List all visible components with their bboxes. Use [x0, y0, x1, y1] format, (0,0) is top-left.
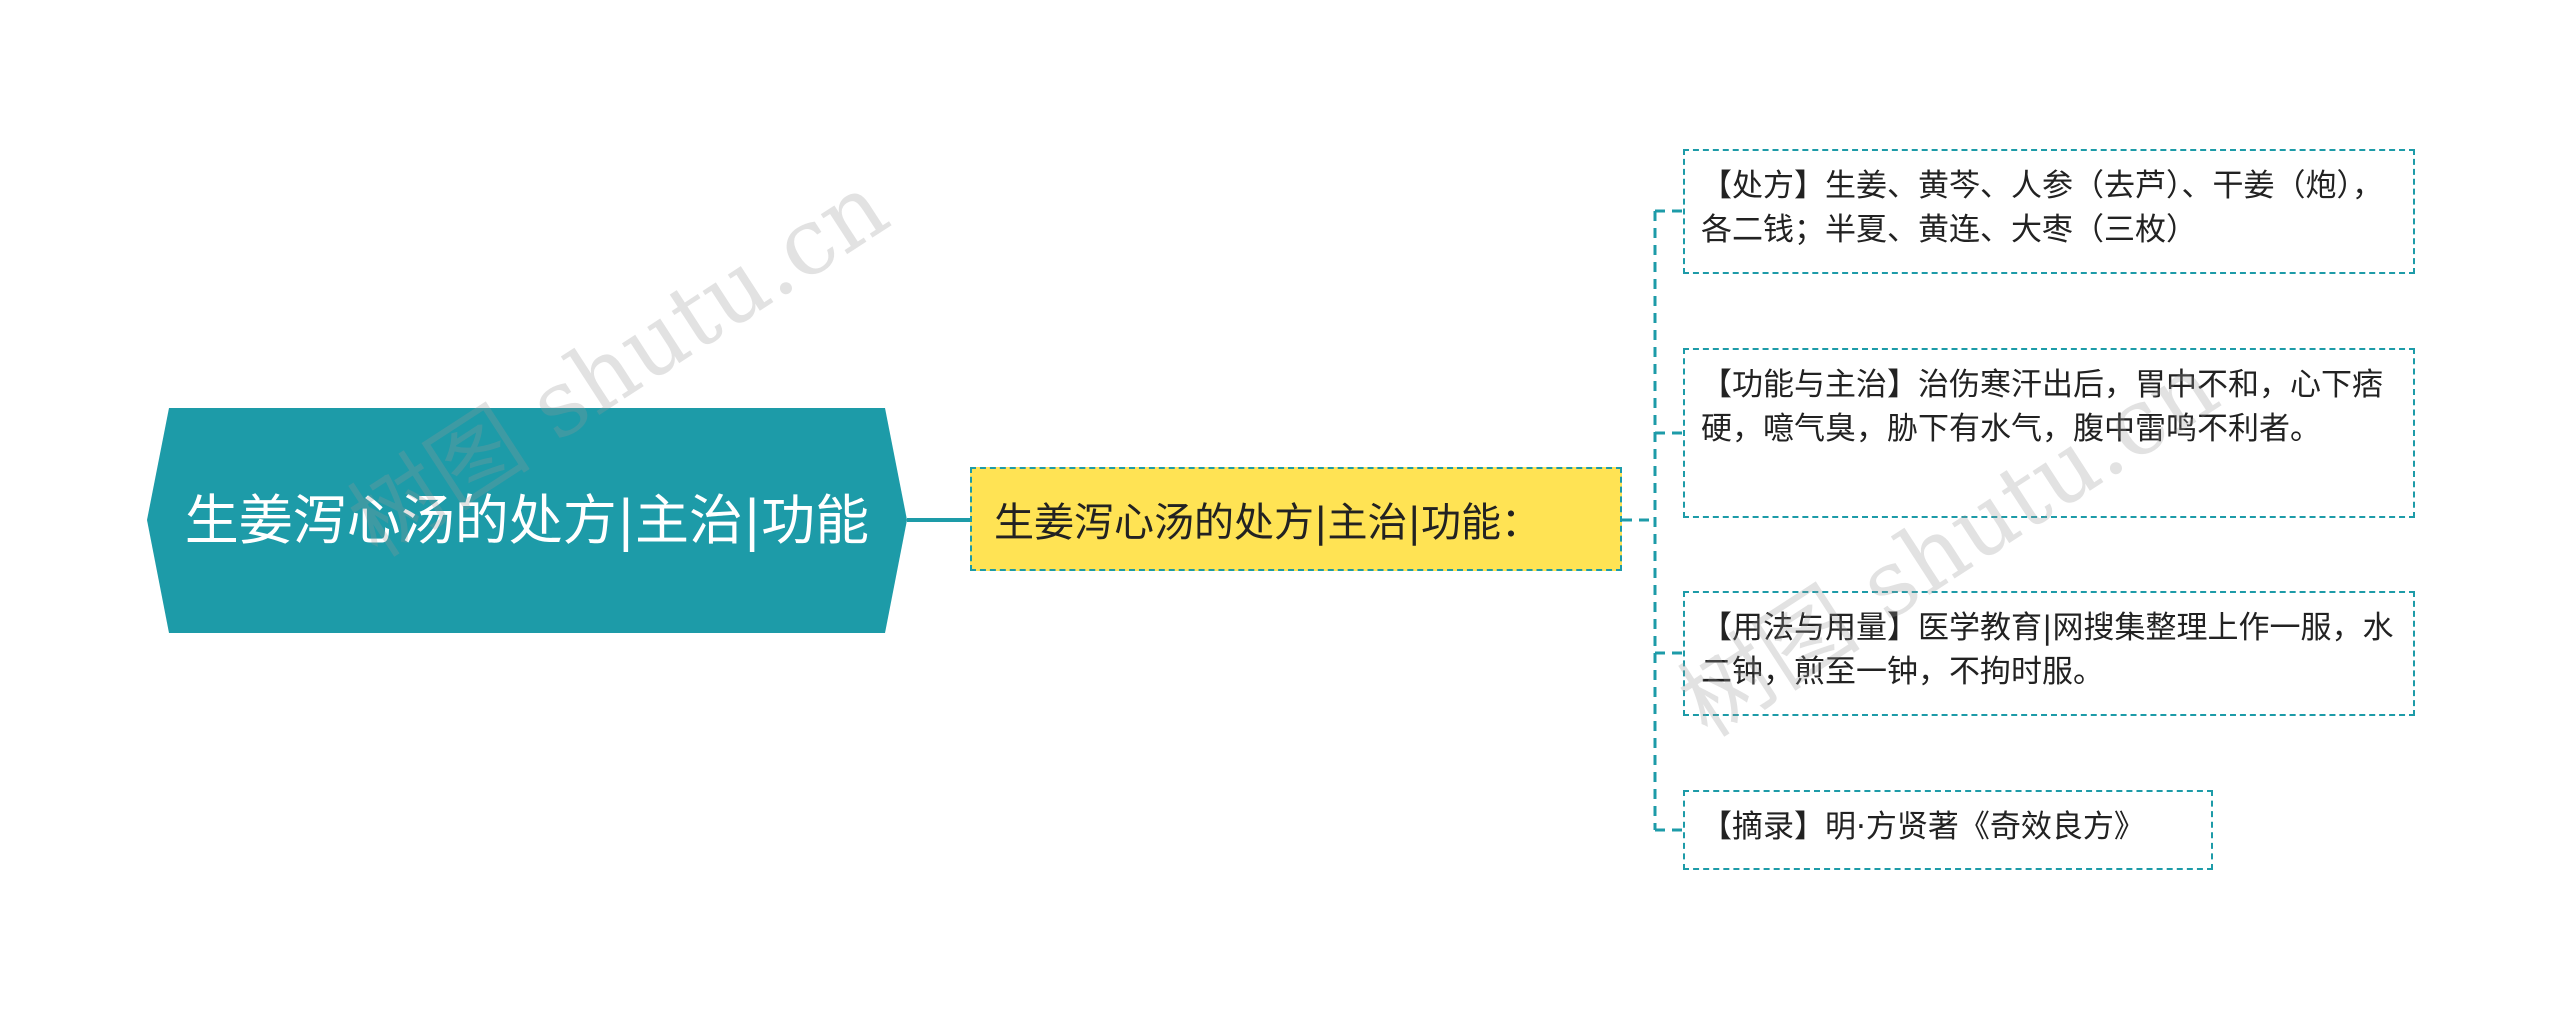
- leaf-node-label: 【用法与用量】医学教育|网搜集整理上作一服，水二钟，煎至一钟，不拘时服。: [1701, 610, 2394, 690]
- root-node-shape: [147, 408, 907, 633]
- leaf-node-usage[interactable]: 【用法与用量】医学教育|网搜集整理上作一服，水二钟，煎至一钟，不拘时服。: [1683, 591, 2415, 716]
- middle-node-label: 生姜泻心汤的处方|主治|功能：: [994, 500, 1541, 546]
- root-node[interactable]: 生姜泻心汤的处方|主治|功能: [147, 408, 907, 633]
- leaf-node-label: 【功能与主治】治伤寒汗出后，胃中不和，心下痞硬，噫气臭，胁下有水气，腹中雷鸣不利…: [1701, 367, 2383, 447]
- middle-node[interactable]: 生姜泻心汤的处方|主治|功能：: [970, 467, 1622, 571]
- leaf-node-label: 【摘录】明·方贤著《奇效良方》: [1701, 809, 2145, 845]
- root-node-label: 生姜泻心汤的处方|主治|功能: [184, 488, 870, 552]
- leaf-node-excerpt[interactable]: 【摘录】明·方贤著《奇效良方》: [1683, 790, 2213, 870]
- leaf-node-label: 【处方】生姜、黄芩、人参（去芦）、干姜（炮），各二钱；半夏、黄连、大枣（三枚）: [1701, 168, 2383, 248]
- leaf-node-indications[interactable]: 【功能与主治】治伤寒汗出后，胃中不和，心下痞硬，噫气臭，胁下有水气，腹中雷鸣不利…: [1683, 348, 2415, 518]
- leaf-node-prescription[interactable]: 【处方】生姜、黄芩、人参（去芦）、干姜（炮），各二钱；半夏、黄连、大枣（三枚）: [1683, 149, 2415, 274]
